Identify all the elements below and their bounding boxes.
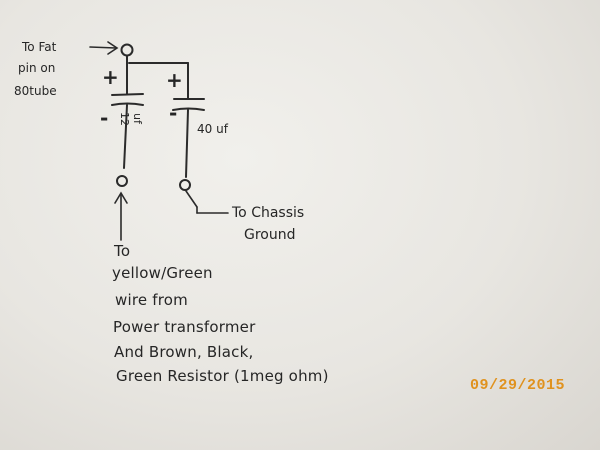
bottom-terminal-right [179,179,191,191]
note-arrow [114,191,128,241]
note-line-5: And Brown, Black, [114,343,254,361]
fat-pin-label-line-3: 80tube [14,84,57,98]
top-wire [126,55,189,100]
chassis-ground-label-line-1: To Chassis [232,205,305,221]
cap2-minus-sign: - [169,101,178,125]
date-stamp: 09/29/2015 [470,377,566,394]
capacitor-12uf [111,93,144,169]
cap2-plus-sign: + [166,68,183,92]
note-line-6: Green Resistor (1meg ohm) [116,367,329,385]
fat-pin-arrow [89,41,119,55]
capacitor-40uf [172,98,205,178]
fat-pin-label-line-1: To Fat [22,40,57,54]
note-line-2: yellow/Green [112,264,213,282]
note-line-1: To [114,242,131,260]
note-line-4: Power transformer [113,318,256,336]
chassis-ground-label-line-2: Ground [244,227,296,243]
cap1-plus-sign: + [102,65,119,89]
cap2-value-label: 40 uf [197,122,228,136]
cap1-value-line-2: uf [131,113,144,124]
cap1-value-line-1: 12 [118,112,131,126]
cap1-minus-sign: - [100,106,109,130]
note-line-3: wire from [115,291,188,309]
top-terminal [120,43,134,57]
fat-pin-label-line-2: pin on [18,61,56,75]
bottom-terminal-left [116,175,128,187]
ground-lead [185,190,229,214]
